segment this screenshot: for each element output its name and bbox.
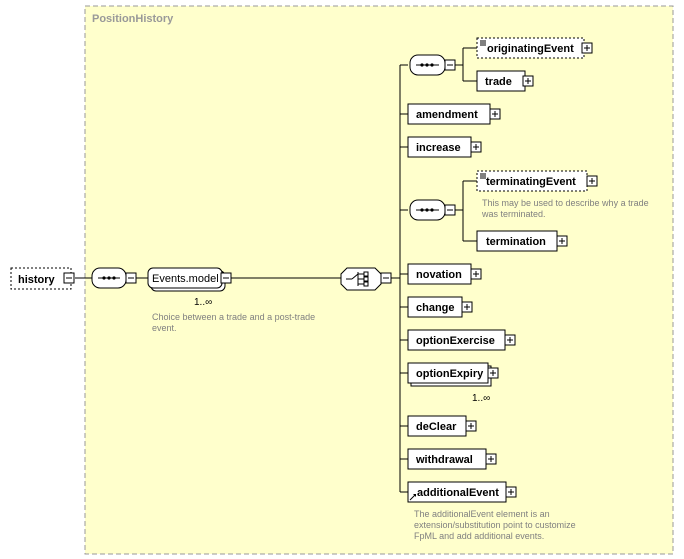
element-termination[interactable]: termination bbox=[476, 230, 568, 252]
element-label: optionExpiry bbox=[416, 368, 484, 380]
element-label: increase bbox=[416, 142, 461, 154]
expand-icon[interactable] bbox=[489, 108, 501, 120]
element-change[interactable]: change bbox=[407, 296, 473, 318]
expand-icon[interactable] bbox=[581, 42, 593, 54]
expand-icon[interactable] bbox=[465, 420, 477, 432]
expand-icon[interactable] bbox=[470, 141, 482, 153]
element-label: originatingEvent bbox=[487, 43, 574, 55]
element-additional-event[interactable]: additionalEvent bbox=[407, 481, 517, 503]
expand-icon[interactable] bbox=[470, 268, 482, 280]
collapse-icon[interactable] bbox=[444, 59, 456, 71]
expand-icon[interactable] bbox=[586, 175, 598, 187]
element-label: termination bbox=[486, 236, 546, 248]
collapse-icon[interactable] bbox=[63, 272, 75, 284]
element-label: additionalEvent bbox=[417, 487, 499, 499]
collapse-icon[interactable] bbox=[380, 272, 392, 284]
connectors bbox=[75, 47, 477, 493]
annotation-line: This may be used to describe why a trade bbox=[482, 198, 649, 208]
element-novation[interactable]: novation bbox=[407, 263, 482, 285]
expand-icon[interactable] bbox=[504, 334, 516, 346]
element-trade[interactable]: trade bbox=[476, 70, 534, 92]
element-de-clear[interactable]: deClear bbox=[407, 415, 477, 437]
expand-icon[interactable] bbox=[522, 75, 534, 87]
choice-compositor-icon[interactable] bbox=[340, 267, 392, 291]
sequence-compositor-icon[interactable] bbox=[91, 267, 137, 289]
element-label: amendment bbox=[416, 109, 478, 121]
expand-icon[interactable] bbox=[505, 486, 517, 498]
expand-icon[interactable] bbox=[485, 453, 497, 465]
reference-arrow-icon bbox=[409, 494, 416, 501]
sequence-compositor-icon[interactable] bbox=[409, 54, 456, 76]
element-amendment[interactable]: amendment bbox=[407, 103, 501, 125]
element-label: terminatingEvent bbox=[486, 176, 576, 188]
annotation-line: FpML and add additional events. bbox=[414, 531, 544, 541]
annotation-line: Choice between a trade and a post-trade bbox=[152, 312, 315, 322]
element-label: trade bbox=[485, 76, 512, 88]
collapse-icon[interactable] bbox=[125, 272, 137, 284]
collapse-icon[interactable] bbox=[444, 204, 456, 216]
element-label: deClear bbox=[416, 421, 457, 433]
expand-icon[interactable] bbox=[461, 301, 473, 313]
expand-icon[interactable] bbox=[556, 235, 568, 247]
expand-icon[interactable] bbox=[487, 367, 499, 379]
sequence-compositor-icon[interactable] bbox=[409, 199, 456, 221]
element-label: optionExercise bbox=[416, 335, 495, 347]
group-events-model[interactable]: Events.model bbox=[147, 267, 232, 292]
element-label: change bbox=[416, 302, 455, 314]
element-originating-event[interactable]: originatingEvent bbox=[476, 37, 593, 59]
element-withdrawal[interactable]: withdrawal bbox=[407, 448, 497, 470]
element-label: novation bbox=[416, 269, 462, 281]
element-label: withdrawal bbox=[415, 454, 473, 466]
group-title: PositionHistory bbox=[92, 13, 174, 25]
annotation-line: extension/substitution point to customiz… bbox=[414, 520, 576, 530]
group-label: Events.model bbox=[152, 273, 219, 285]
element-terminating-event[interactable]: terminatingEvent bbox=[476, 170, 598, 192]
element-option-exercise[interactable]: optionExercise bbox=[407, 329, 516, 351]
element-label: history bbox=[18, 274, 56, 286]
occurs-label: 1..∞ bbox=[194, 297, 212, 308]
element-option-expiry[interactable]: optionExpiry bbox=[407, 362, 499, 387]
element-history[interactable]: history bbox=[10, 267, 75, 290]
annotation-line: was terminated. bbox=[481, 209, 546, 219]
annotation-line: The additionalEvent element is an bbox=[414, 509, 550, 519]
occurs-label: 1..∞ bbox=[472, 393, 490, 404]
annotation-line: event. bbox=[152, 323, 177, 333]
collapse-icon[interactable] bbox=[220, 272, 232, 284]
element-increase[interactable]: increase bbox=[407, 136, 482, 158]
